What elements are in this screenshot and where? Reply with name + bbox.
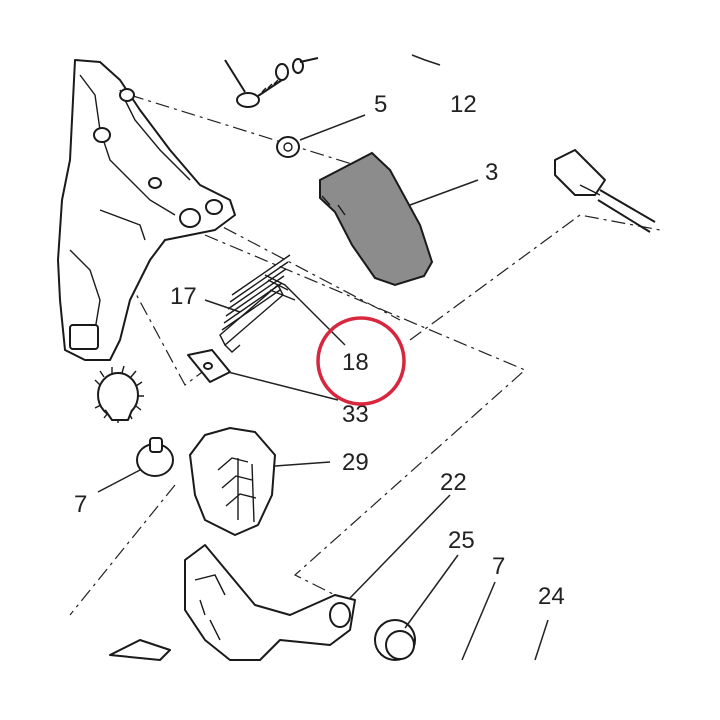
part-18-clip <box>264 274 301 301</box>
gear <box>94 365 144 423</box>
bracket-housing <box>57 59 236 361</box>
part-7-bushing-left <box>136 437 174 477</box>
label-7-left: 7 <box>74 491 87 518</box>
label-5: 5 <box>374 91 387 118</box>
label-3: 3 <box>485 159 498 186</box>
part-3-pedal-pad <box>319 151 434 287</box>
part-17-spring <box>219 254 296 353</box>
washers <box>275 57 319 81</box>
part-33-clip <box>187 349 231 383</box>
label-7-right: 7 <box>492 553 505 580</box>
label-25: 25 <box>448 527 475 554</box>
part-labels: 12 5 3 17 18 33 29 7 22 25 7 24 <box>74 91 565 610</box>
label-24: 24 <box>538 583 565 610</box>
lever-assembly <box>109 544 356 661</box>
connector-plug <box>554 149 656 233</box>
label-18: 18 <box>342 349 369 376</box>
label-12: 12 <box>450 91 477 118</box>
screw <box>224 59 283 108</box>
part-29-pad <box>189 427 276 536</box>
label-29: 29 <box>342 449 369 476</box>
leader-lines <box>97 54 549 661</box>
label-22: 22 <box>440 469 467 496</box>
highlight-circle <box>316 316 406 406</box>
label-17: 17 <box>170 283 197 310</box>
part-5-washer <box>276 136 300 158</box>
part-25-roller <box>374 619 416 661</box>
